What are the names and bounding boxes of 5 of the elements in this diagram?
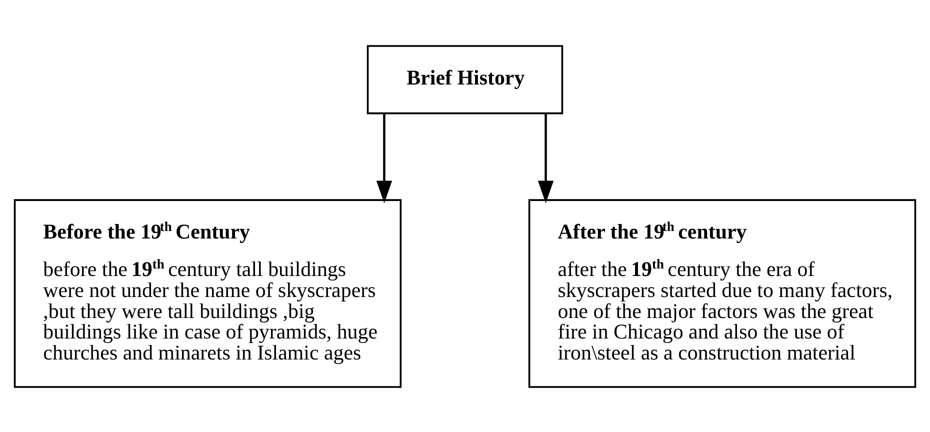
node-box: Brief History [366, 44, 564, 114]
node-box: After the 19$^{th}$ century after the 19$^{th}$ century the era of skyscrapers started due to many factors, one of the major factors was the great fire in Chicago and also the use of iron\steel as a construction material [528, 198, 916, 388]
arrow [376, 113, 392, 203]
arrow [538, 113, 554, 203]
node-box: Before the 19$^{th}$ Century before the 19$^{th}$ century tall buildings were not under the name of skyscrapers ,but they were tall buildings ,big buildings like in case of pyramids, huge churches and minarets in Islamic ages [14, 198, 402, 388]
